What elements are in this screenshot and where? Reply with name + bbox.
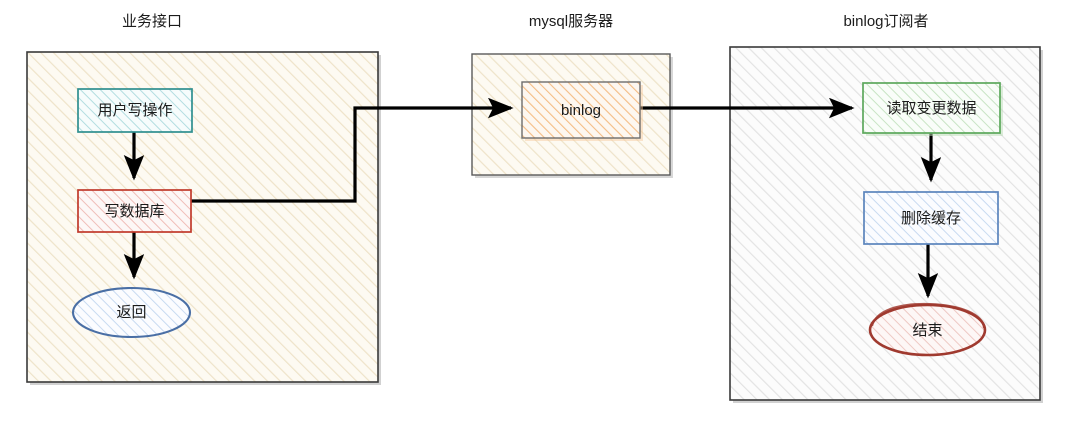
node-label-end: 结束 [912, 322, 942, 339]
node-label-read-change-data: 读取变更数据 [886, 100, 976, 117]
node-label-return: 返回 [116, 304, 146, 321]
node-end[interactable]: 结束 [868, 302, 987, 357]
group-title-mysql-server: mysql服务器 [529, 13, 613, 30]
node-ellipse-end-sketch-stroke [870, 302, 986, 329]
node-delete-cache[interactable]: 删除缓存 [863, 191, 999, 245]
node-label-write-database: 写数据库 [104, 203, 164, 220]
node-return[interactable]: 返回 [71, 286, 192, 339]
node-box-write-database[interactable] [77, 189, 192, 233]
edges-layer [123, 97, 942, 299]
node-ellipse-return[interactable] [71, 286, 192, 339]
node-binlog[interactable]: binlog [521, 81, 643, 141]
node-ellipse-end[interactable] [868, 303, 987, 357]
group-title-business-interface: 业务接口 [122, 13, 182, 30]
node-user-write-op[interactable]: 用户写操作 [77, 88, 193, 133]
node-box-user-write-op[interactable] [77, 88, 193, 133]
node-box-delete-cache[interactable] [863, 191, 999, 245]
node-label-user-write-op: 用户写操作 [97, 102, 172, 119]
node-box-binlog[interactable] [521, 81, 641, 139]
group-title-binlog-subscriber: binlog订阅者 [843, 13, 928, 30]
node-label-binlog: binlog [561, 102, 601, 119]
node-read-change-data[interactable]: 读取变更数据 [862, 82, 1003, 136]
edge-db-to-binlog [191, 97, 514, 203]
node-box-read-change-data[interactable] [862, 82, 1001, 134]
node-label-delete-cache: 删除缓存 [901, 210, 961, 227]
node-write-database[interactable]: 写数据库 [77, 189, 192, 233]
